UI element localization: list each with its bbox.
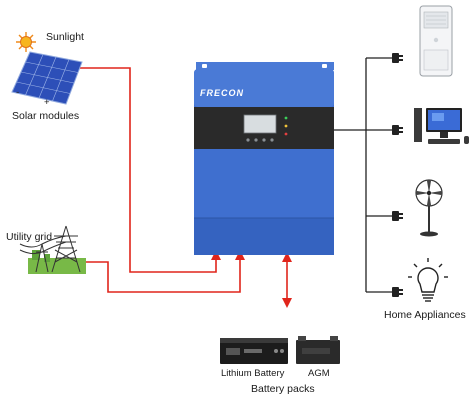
lcd-screen [243, 114, 277, 134]
grid-wire [84, 258, 241, 293]
battery-arrow-up [282, 252, 292, 262]
floor-fan-icon [415, 179, 443, 237]
light-bulb-icon [408, 258, 448, 302]
plug-icon [392, 53, 403, 63]
home-appliances-label: Home Appliances [384, 309, 466, 321]
control-buttons [246, 138, 274, 142]
lithium-battery-icon [220, 338, 288, 364]
plug-icon [392, 287, 403, 297]
agm-battery-icon [296, 336, 340, 364]
sunlight-label: Sunlight [46, 31, 84, 43]
plug-icon [392, 211, 403, 221]
plug-icon [392, 125, 403, 135]
solar-panel-icon [11, 51, 83, 105]
utility-grid-label: Utility grid [6, 231, 52, 243]
solar-modules-label: Solar modules [12, 110, 79, 122]
solar-plus: + [44, 97, 50, 108]
power-tower-icon [19, 225, 86, 274]
battery-packs-label: Battery packs [251, 383, 315, 395]
solar-minus: - [16, 87, 19, 98]
lithium-battery-label: Lithium Battery [221, 368, 285, 379]
desktop-computer-icon [414, 108, 469, 144]
inverter-unit: FRECON [194, 62, 334, 255]
solar-wire [70, 67, 217, 273]
output-bus [332, 57, 392, 293]
sun-icon [16, 32, 36, 52]
battery-arrow-down [282, 298, 292, 308]
inverter-brand-label: FRECON [200, 88, 244, 98]
air-conditioner-icon [419, 5, 453, 77]
agm-label: AGM [308, 368, 330, 379]
status-leds [284, 116, 288, 136]
